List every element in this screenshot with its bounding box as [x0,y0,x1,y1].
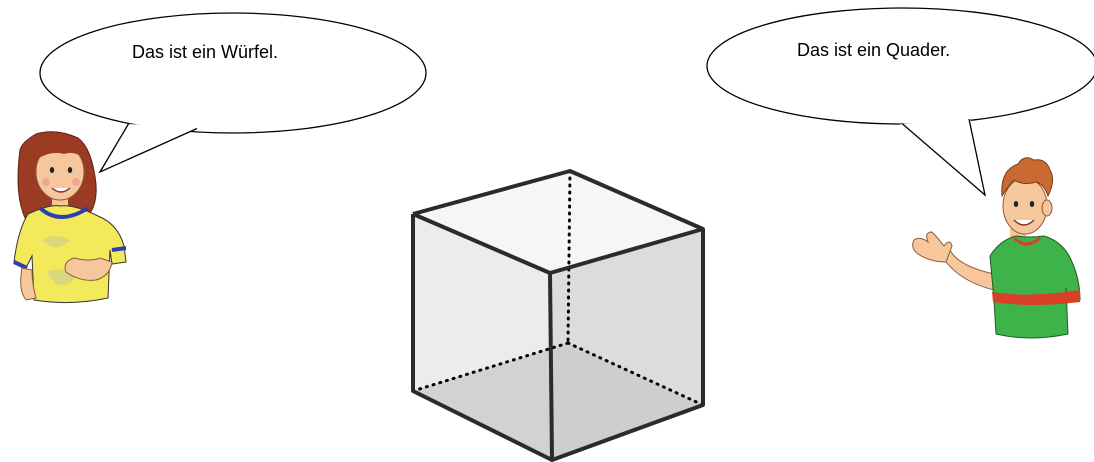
boy-character [912,157,1081,339]
speech-text-right: Das ist ein Quader. [797,40,951,60]
speech-bubble-left [39,12,427,174]
cube-hidden-edge-vertical [566,169,572,345]
speech-text-left: Das ist ein Würfel. [132,42,279,62]
cube [411,169,705,462]
cube-top-face [413,171,703,273]
cube-visible-edges [411,169,705,462]
cube-hidden-edge-left [411,341,570,393]
girl-character [13,131,127,304]
speech-bubble-right [706,7,1094,197]
